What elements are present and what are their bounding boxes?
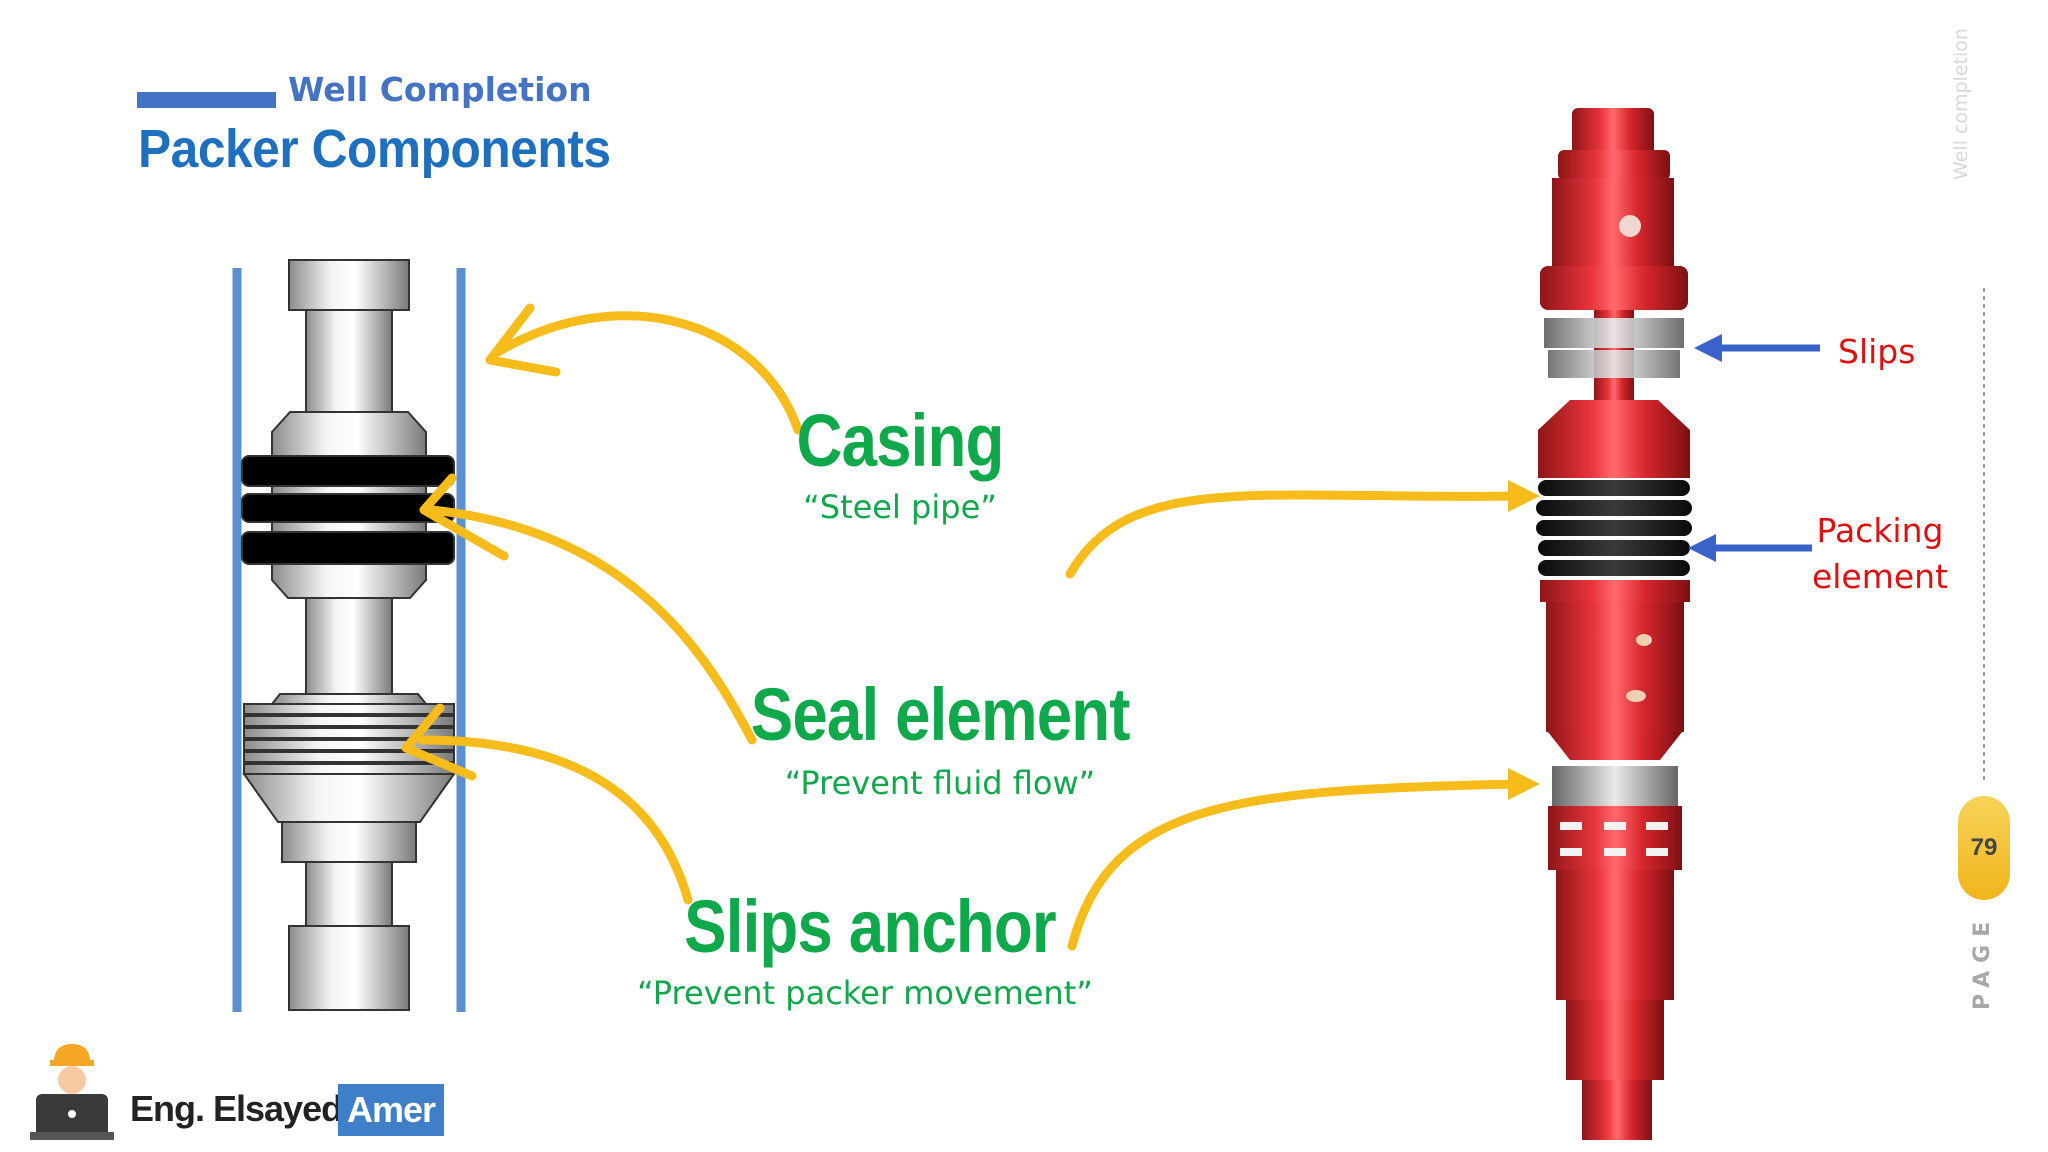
page-word: PAGE <box>1970 913 1995 1010</box>
section-subtitle: Well Completion <box>288 70 592 109</box>
page-title: Packer Components <box>138 119 611 179</box>
lower-slips-arrow <box>1067 779 1523 951</box>
red-packer-photo <box>1536 108 1692 1140</box>
seal-arrow <box>427 505 757 745</box>
author-badge: Amer <box>338 1084 445 1136</box>
side-vertical-text: Well completion <box>1950 28 1972 180</box>
page-number: 79 <box>1970 834 1998 861</box>
casing-description: “Steel pipe” <box>803 488 997 526</box>
seal-arrow-head <box>419 473 509 561</box>
lower-slips-arrowhead <box>1508 768 1540 800</box>
seal-element-description: “Prevent fluid flow” <box>784 764 1096 802</box>
slips-arrow-head <box>401 703 477 781</box>
engineer-avatar <box>30 1044 114 1140</box>
blue-label-arrows <box>1688 334 1820 562</box>
author-name: Eng. Elsayed <box>130 1088 343 1129</box>
casing-walls <box>232 268 466 1012</box>
packing-arrowhead <box>1508 480 1540 512</box>
casing-arrow <box>493 311 803 435</box>
slips-photo-label: Slips <box>1838 332 1916 371</box>
casing-label: Casing <box>796 399 1004 482</box>
slips-arrow <box>417 735 693 905</box>
callout-arrowheads <box>1508 480 1540 800</box>
packing-arrow <box>1065 490 1523 579</box>
page-number-badge: 79 <box>1958 796 2010 900</box>
packer-schematic <box>241 259 456 1011</box>
header-accent-bar <box>137 92 276 108</box>
casing-arrow-head <box>485 303 561 377</box>
slips-anchor-description: “Prevent packer movement” <box>637 974 1093 1012</box>
seal-element-label: Seal element <box>750 673 1131 756</box>
packing-element-photo-label: Packing element <box>1811 511 1949 596</box>
callout-arrows <box>401 303 1523 951</box>
slips-anchor-label: Slips anchor <box>684 885 1056 968</box>
